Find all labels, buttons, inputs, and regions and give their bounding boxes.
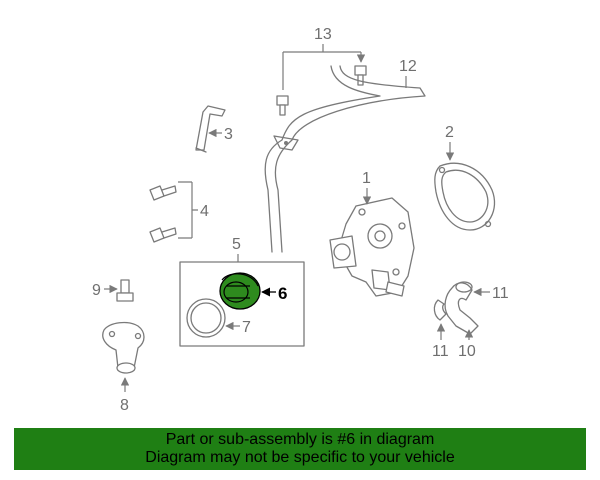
callout-3: 3 <box>224 126 233 143</box>
callout-7: 7 <box>242 319 251 336</box>
bolt-9: 9 <box>92 279 134 302</box>
pipe-12: 12 <box>264 58 426 253</box>
callout-5: 5 <box>232 236 241 253</box>
callout-12: 12 <box>399 58 417 75</box>
hose-10-11: 11 11 10 <box>432 281 509 360</box>
callout-4: 4 <box>200 203 209 220</box>
bolt-icon <box>149 227 177 243</box>
callout-11-right: 11 <box>492 285 509 302</box>
callout-1: 1 <box>362 170 371 187</box>
callout-6: 6 <box>278 284 287 303</box>
water-pump-1: 1 <box>329 170 415 297</box>
callout-2: 2 <box>445 124 454 141</box>
thermostat-6-highlighted <box>219 272 261 310</box>
bolts-4: 4 <box>149 181 209 243</box>
gasket-2: 2 <box>434 124 496 231</box>
callout-11-bottom: 11 <box>432 343 449 360</box>
bracket-3: 3 <box>195 105 233 153</box>
callout-9: 9 <box>92 282 101 299</box>
banner-line-1: Part or sub-assembly is #6 in diagram <box>165 431 435 448</box>
bolt-icon <box>276 95 289 116</box>
gasket-ring-7 <box>186 298 226 338</box>
outlet-8: 8 <box>102 321 145 414</box>
parts-diagram: 13 12 3 4 <box>92 26 509 414</box>
callout-8: 8 <box>120 397 129 414</box>
sub-assembly-box-5: 5 6 7 <box>179 236 305 347</box>
bolt-icon <box>116 279 134 302</box>
callout-13-group: 13 <box>276 26 366 116</box>
callout-10: 10 <box>458 343 476 360</box>
bolt-icon <box>149 185 177 201</box>
callout-13: 13 <box>314 26 332 43</box>
banner-line-2: Diagram may not be specific to your vehi… <box>145 449 455 466</box>
info-banner: Part or sub-assembly is #6 in diagram Di… <box>14 428 586 470</box>
